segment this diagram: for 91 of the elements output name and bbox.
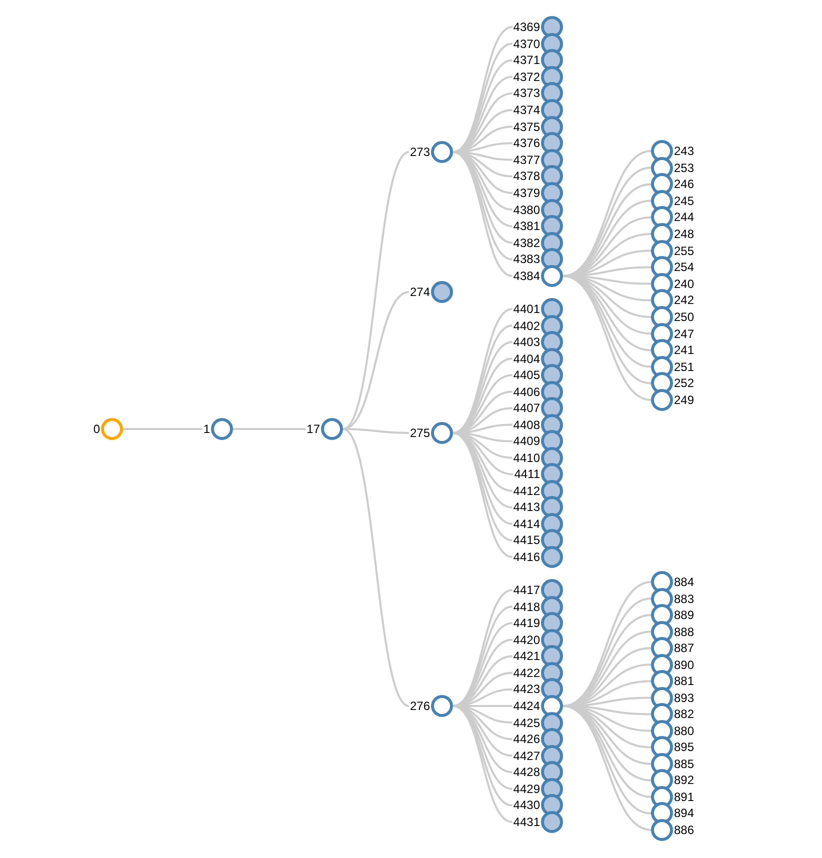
node-label: 883 (673, 592, 696, 606)
node-label: 4428 (512, 765, 541, 780)
link-line (342, 151, 410, 430)
node-label: 4409 (512, 434, 541, 448)
node-label: 4420 (512, 632, 541, 647)
node-label: 894 (673, 806, 696, 820)
node-label: 888 (673, 624, 696, 639)
node-label: 4423 (512, 682, 541, 696)
node-label: 893 (673, 690, 696, 705)
node-label: 252 (673, 376, 696, 390)
node-label: 4425 (512, 716, 541, 730)
node-label: 253 (673, 160, 696, 175)
node-label: 4383 (512, 252, 541, 266)
node-label: 4371 (512, 53, 541, 68)
node-label: 4405 (512, 368, 541, 382)
node-label: 4418 (512, 600, 541, 614)
node-label: 4378 (512, 169, 541, 184)
link-line (123, 428, 202, 430)
node-label: 243 (673, 144, 696, 158)
node-label: 889 (673, 608, 696, 622)
node-label: 4417 (512, 583, 541, 597)
node-label: 4408 (512, 418, 541, 432)
node-label: 249 (673, 393, 696, 407)
node-label: 4373 (512, 86, 541, 100)
node-label: 1 (202, 422, 211, 436)
node-label: 4411 (513, 467, 541, 482)
node-label: 4430 (512, 798, 541, 812)
link-line (233, 428, 306, 430)
node-label: 254 (673, 260, 696, 274)
node-label: 881 (673, 674, 696, 688)
node-label: 17 (306, 422, 321, 436)
node-label: 273 (408, 145, 431, 159)
node-label: 885 (673, 756, 696, 771)
link-line (342, 428, 410, 707)
node-label: 4401 (512, 302, 541, 316)
node-label: 251 (673, 360, 696, 374)
node-label: 4369 (512, 20, 541, 34)
node-label: 4376 (512, 136, 541, 150)
node-label: 892 (673, 773, 696, 788)
node-label: 4416 (512, 550, 541, 564)
node-label: 882 (673, 707, 696, 722)
node-label: 4372 (512, 70, 541, 84)
node-label: 0 (92, 422, 101, 436)
node-label: 250 (673, 310, 696, 324)
node-label: 242 (673, 293, 696, 308)
node-label: 4402 (512, 318, 541, 333)
node-label: 247 (673, 326, 696, 341)
node-label: 4414 (512, 516, 541, 531)
node-label: 4406 (512, 384, 541, 399)
node-label: 4412 (512, 484, 541, 498)
node-label: 4384 (512, 269, 541, 283)
node-label: 4380 (512, 202, 541, 217)
node-label: 4419 (512, 616, 541, 630)
node-label: 248 (673, 227, 696, 241)
node-label: 890 (673, 658, 696, 672)
node-label: 4382 (512, 236, 541, 250)
node-label: 245 (673, 194, 696, 208)
node-label: 880 (673, 724, 696, 738)
node-label: 4427 (512, 748, 541, 763)
node-label: 4381 (512, 219, 541, 234)
node-label: 244 (673, 210, 696, 224)
node-label: 4377 (512, 152, 541, 167)
node-label: 255 (673, 244, 696, 258)
node-label: 4375 (512, 120, 541, 134)
node-label: 246 (673, 177, 696, 192)
node-label: 4407 (512, 401, 541, 416)
node-label: 4413 (512, 500, 541, 514)
node-label: 275 (408, 426, 431, 440)
node-label: 4379 (512, 186, 541, 200)
node-label: 4421 (512, 649, 541, 664)
node-label: 241 (673, 343, 696, 358)
link-line (342, 291, 410, 430)
node-label: 4370 (512, 36, 541, 51)
node-label: 4403 (512, 335, 541, 350)
node-label: 274 (408, 285, 431, 299)
node-label: 4404 (512, 352, 541, 366)
node-label: 884 (673, 575, 696, 589)
node-label: 886 (673, 822, 696, 837)
node-label: 240 (673, 276, 696, 291)
node-label: 4426 (512, 732, 541, 746)
node-label: 4422 (512, 666, 541, 680)
node-label: 895 (673, 740, 696, 754)
node-label: 4374 (512, 103, 541, 117)
node-label: 891 (673, 790, 696, 804)
node-label: 4429 (512, 782, 541, 796)
node-label: 4415 (512, 533, 541, 548)
node-label: 4410 (512, 450, 541, 465)
node-label: 887 (673, 641, 696, 656)
node-label: 4424 (512, 698, 541, 713)
node-label: 276 (408, 699, 431, 713)
node-label: 4431 (512, 814, 541, 829)
